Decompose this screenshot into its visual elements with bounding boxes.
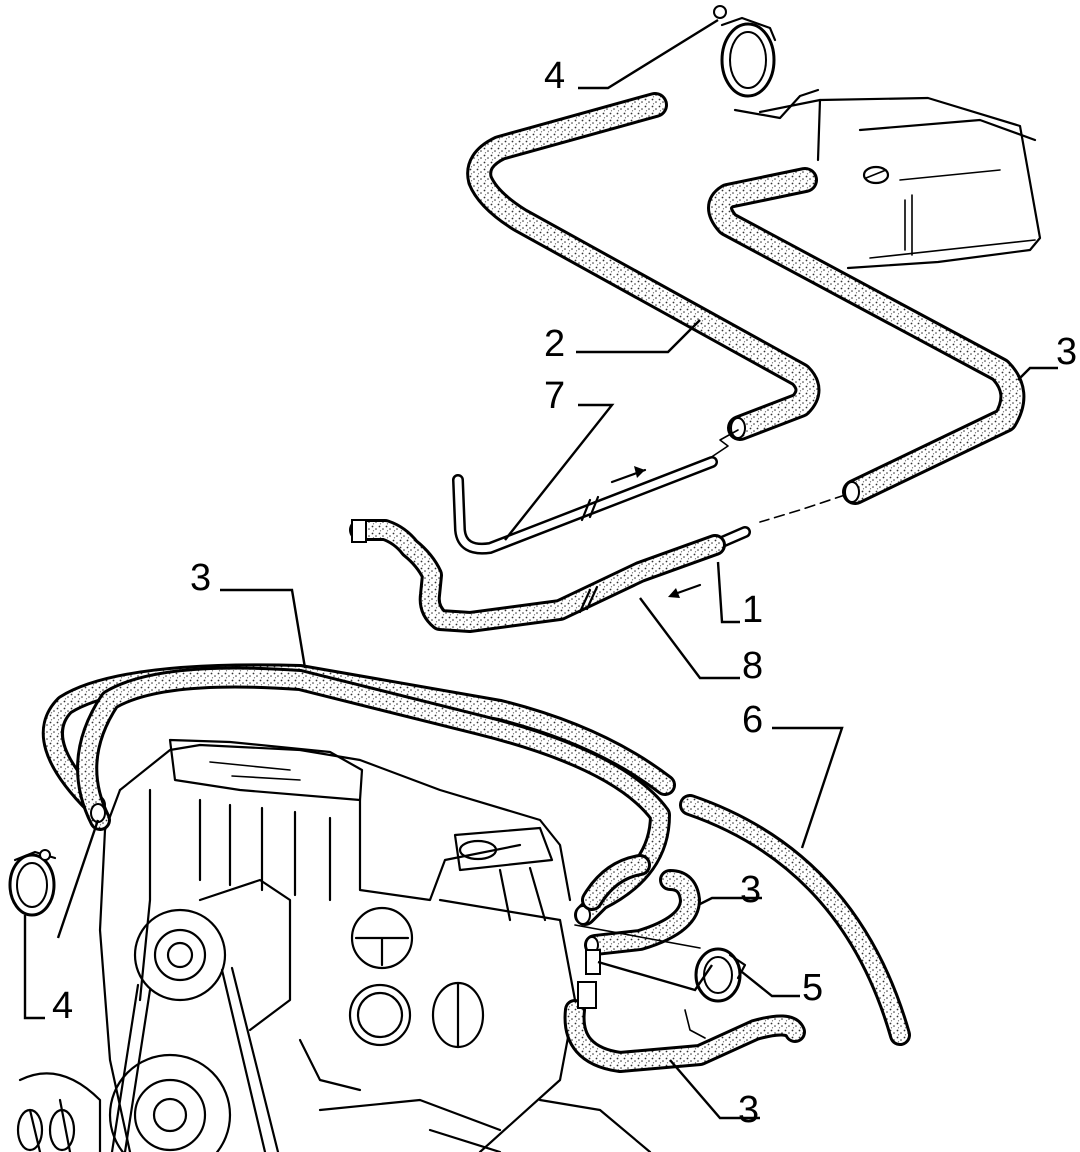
- connect-dash-3: [759, 494, 846, 523]
- leader-lines: [23, 18, 1058, 1120]
- pipe-7: [452, 456, 718, 555]
- flow-arrow-7: [634, 466, 645, 478]
- callout-5: 5: [802, 967, 823, 1009]
- connect-dash-2: [709, 429, 739, 459]
- callout-2: 2: [544, 323, 565, 365]
- intake-runner: [453, 826, 554, 872]
- hose-3-right: [707, 167, 1026, 505]
- callout-3-mid: 3: [740, 869, 761, 911]
- filter-port: [348, 983, 412, 1047]
- hose-3-left: [41, 663, 676, 926]
- clamp-left: [8, 849, 57, 917]
- callout-7: 7: [544, 375, 565, 417]
- callout-3-left: 3: [190, 557, 211, 599]
- hose-2-end: [730, 417, 746, 439]
- upper-pulley: [133, 908, 227, 1002]
- callout-3-bottom: 3: [738, 1089, 759, 1131]
- callout-1: 1: [742, 589, 763, 631]
- tank-filler-neck: [862, 165, 890, 185]
- pulley-belt: [108, 878, 292, 1152]
- callouts: 4 2 3 7 1 8 3 6 3 5 4 3: [52, 55, 1077, 1131]
- hose-6: [679, 794, 911, 1046]
- hose-3-right-end: [844, 481, 860, 503]
- flow-arrow-1: [668, 588, 680, 598]
- hose-3-bottom: [563, 949, 806, 1073]
- hose-8-fitting: [351, 519, 367, 543]
- hose-8-assembly: [349, 519, 751, 633]
- throttle-port: [350, 906, 414, 970]
- engine-top-cover: [168, 738, 364, 802]
- callout-3-right: 3: [1056, 331, 1077, 373]
- hose-2: [466, 92, 821, 441]
- lower-pulley: [108, 1053, 232, 1152]
- clamp-top: [713, 5, 777, 98]
- callout-4-top: 4: [544, 55, 565, 97]
- callout-4-left: 4: [52, 985, 73, 1027]
- clamp-mid: [694, 947, 747, 1003]
- callout-8: 8: [742, 645, 763, 687]
- fuel-tank: [733, 88, 1042, 270]
- engine-block: [16, 738, 652, 1152]
- callout-6: 6: [742, 699, 763, 741]
